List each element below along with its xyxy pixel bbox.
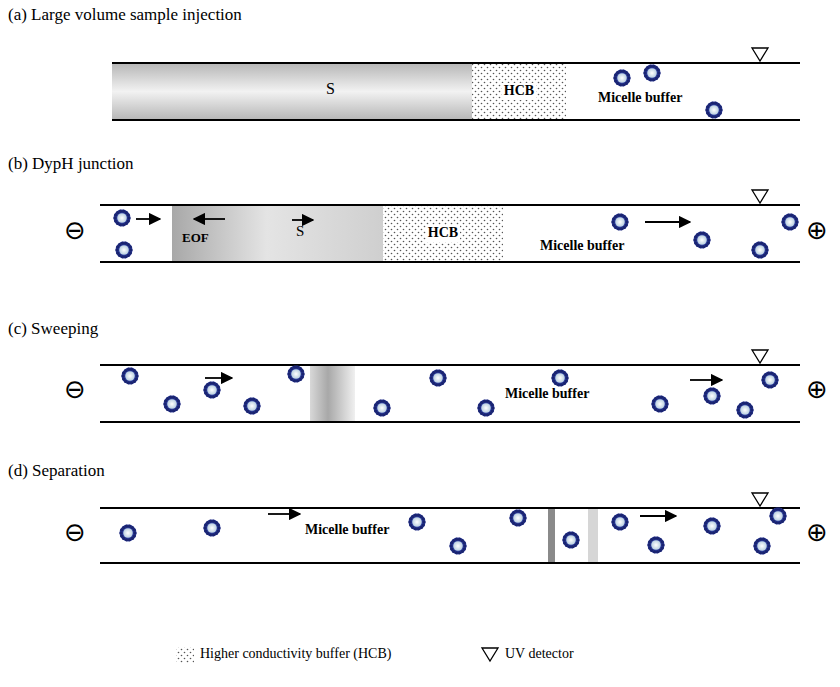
hcb-zone: HCB — [383, 206, 503, 261]
migration-arrow — [640, 515, 676, 517]
micelle — [477, 400, 494, 417]
micelle — [703, 388, 720, 405]
micelle — [373, 400, 390, 417]
hcb-swatch — [176, 647, 194, 663]
detector-swatch — [482, 648, 498, 661]
migration-arrow — [690, 379, 722, 381]
micelle — [203, 382, 220, 399]
micelle — [611, 514, 628, 531]
migration-arrow — [292, 219, 313, 221]
micelle — [613, 70, 630, 87]
panel-title: (a) Large volume sample injection — [8, 6, 242, 25]
micelle — [203, 520, 220, 537]
sample-zone: S — [112, 64, 472, 119]
micelle — [449, 538, 466, 555]
electrode-sign: ⊖ — [64, 216, 86, 245]
electrode-sign: ⊕ — [806, 216, 828, 245]
zone-label: HCB — [426, 225, 460, 241]
hcb-zone: HCB — [472, 64, 566, 119]
micelle — [693, 232, 710, 249]
capillary-wall — [100, 204, 800, 206]
capillary-wall — [100, 562, 800, 564]
micelle — [647, 537, 664, 554]
zone-label: S — [324, 80, 337, 98]
zone-label: EOF — [180, 231, 211, 246]
uv-detector — [752, 493, 768, 506]
micelle — [429, 370, 446, 387]
legend-text: Higher conductivity buffer (HCB) — [200, 646, 391, 662]
legend-text: UV detector — [505, 646, 574, 662]
uv-detector — [752, 48, 768, 61]
buffer-label: Micelle buffer — [305, 522, 389, 537]
buffer-label: Micelle buffer — [505, 386, 589, 401]
micelle — [287, 366, 304, 383]
analyte-band — [588, 509, 598, 562]
analyte-band — [548, 509, 555, 562]
micelle — [751, 242, 768, 259]
capillary-wall — [112, 119, 800, 121]
micelle — [113, 210, 130, 227]
uv-detector — [752, 190, 768, 203]
micelle — [562, 532, 579, 549]
zone-fill — [383, 206, 503, 261]
uv-detector — [752, 350, 768, 363]
micelle — [119, 525, 136, 542]
zone-label: S — [294, 223, 306, 240]
zone-fill — [112, 64, 472, 119]
capillary-wall — [100, 507, 800, 509]
micelle — [769, 508, 786, 525]
buffer-label: Micelle buffer — [540, 238, 624, 253]
panel-title: (b) DypH junction — [8, 155, 134, 174]
electrode-sign: ⊕ — [806, 518, 828, 547]
micelle — [243, 398, 260, 415]
zone-label: HCB — [502, 83, 536, 99]
electrode-sign: ⊖ — [64, 375, 86, 404]
micelle — [705, 102, 722, 119]
panel-title: (d) Separation — [8, 462, 105, 481]
micelle — [736, 402, 753, 419]
zone-fill — [172, 206, 383, 261]
micelle — [408, 514, 425, 531]
micelle — [163, 396, 180, 413]
micelle — [703, 518, 720, 535]
micelle — [121, 368, 138, 385]
micelle — [551, 370, 568, 387]
capillary-wall — [100, 261, 800, 263]
capillary-wall — [100, 364, 800, 366]
sample-zone: EOF S — [172, 206, 383, 261]
micelle — [651, 396, 668, 413]
micelle — [753, 538, 770, 555]
migration-arrow — [136, 218, 160, 220]
capillary-wall — [100, 421, 800, 423]
capillary-wall — [112, 62, 800, 64]
buffer-label: Micelle buffer — [598, 90, 682, 105]
micelle — [643, 65, 660, 82]
micelle — [611, 214, 628, 231]
zone-fill — [472, 64, 566, 119]
migration-arrow — [194, 218, 225, 220]
panel-title: (c) Sweeping — [8, 320, 98, 339]
micelle — [509, 510, 526, 527]
migration-arrow — [645, 221, 690, 223]
migration-arrow — [268, 513, 300, 515]
micelle — [761, 372, 778, 389]
electrode-sign: ⊖ — [64, 518, 86, 547]
migration-arrow — [205, 377, 232, 379]
micelle — [115, 242, 132, 259]
micelle — [781, 214, 798, 231]
electrode-sign: ⊕ — [806, 375, 828, 404]
swept-zone — [310, 366, 355, 421]
